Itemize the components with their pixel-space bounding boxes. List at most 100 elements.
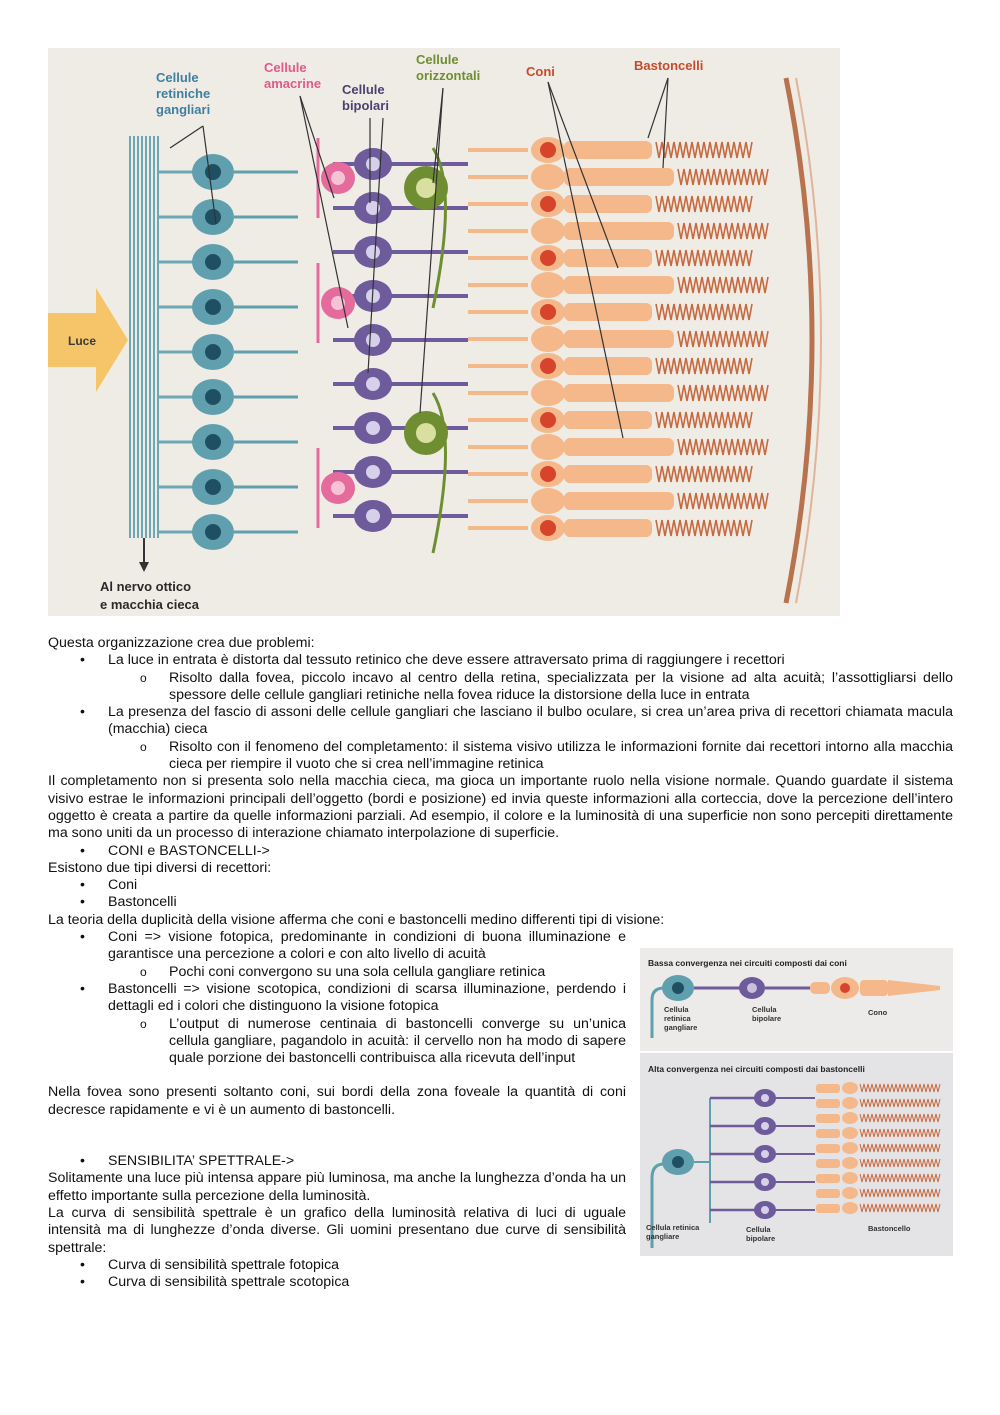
rod-body: [842, 1082, 858, 1094]
label-ganglion: Cellule retiniche gangliari: [156, 70, 214, 117]
rod-cell-body: [531, 326, 565, 352]
ganglion-nucleus: [205, 524, 221, 540]
label-cones: Coni: [526, 64, 555, 79]
amacrine-nucleus: [331, 481, 345, 495]
ganglion-nucleus: [205, 254, 221, 270]
cone-nucleus: [540, 412, 556, 428]
rod-outer-segment: [677, 384, 769, 402]
rod-outer-segment: [859, 1158, 941, 1168]
cone-nucleus: [540, 358, 556, 374]
high-bipolar-nucleus: [761, 1122, 769, 1130]
label-rods: Bastoncelli: [634, 58, 703, 73]
rod-inner-segment: [816, 1129, 840, 1138]
two-types-paragraph: Esistono due tipi diversi di recettori:: [48, 859, 272, 876]
cone-outer-segment: [655, 195, 753, 213]
low-bipolar-label: Cellula bipolare: [752, 1005, 781, 1023]
rod-inner-segment: [816, 1084, 840, 1093]
ganglion-nucleus: [205, 479, 221, 495]
photoreceptor-inner-segment: [564, 492, 674, 510]
rod-outer-segment: [859, 1098, 941, 1108]
rod-inner-segment: [816, 1189, 840, 1198]
bullet-bastoncelli: Bastoncelli: [48, 894, 953, 912]
bipolar-nucleus: [366, 201, 380, 215]
bipolar-nucleus: [366, 157, 380, 171]
rod-cell-body: [531, 488, 565, 514]
sub-bullet-few-cones: Pochi coni convergono su una sola cellul…: [48, 964, 626, 982]
photoreceptor-inner-segment: [564, 276, 674, 294]
high-bipolar-nucleus: [761, 1094, 769, 1102]
photoreceptor-inner-segment: [564, 438, 674, 456]
bipolar-nucleus: [366, 245, 380, 259]
bullet-blind-spot: La presenza del fascio di assoni delle c…: [48, 704, 953, 739]
rod-outer-segment: [859, 1173, 941, 1183]
retina-diagram-svg: Luce Cellule retiniche gangliari Cellule…: [48, 48, 840, 616]
eye-wall: [783, 77, 815, 604]
convergence-diagram-svg: Bassa convergenza nei circuiti composti …: [640, 948, 953, 1256]
bullet-photopic-curve: Curva di sensibilità spettrale fotopica: [48, 1257, 626, 1275]
high-bipolar-nucleus: [761, 1150, 769, 1158]
section-spectral-sensitivity: SENSIBILITA’ SPETTRALE->: [48, 1153, 626, 1171]
bipolar-nucleus: [366, 509, 380, 523]
rod-body: [842, 1202, 858, 1214]
rod-outer-segment: [859, 1188, 941, 1198]
rod-inner-segment: [816, 1204, 840, 1213]
rod-inner-segment: [816, 1114, 840, 1123]
photoreceptor-inner-segment: [564, 249, 652, 267]
section-coni-bastoncelli: CONI e BASTONCELLI->: [48, 843, 953, 861]
rod-cell-body: [531, 380, 565, 406]
rod-outer-segment: [677, 492, 769, 510]
light-intensity-paragraph: Solitamente una luce più intensa appare …: [48, 1170, 626, 1204]
photoreceptor-inner-segment: [564, 222, 674, 240]
low-ganglion-label: Cellula retinica gangliare: [664, 1005, 697, 1032]
cone-outer-segment: [655, 141, 753, 159]
bipolar-nucleus: [366, 465, 380, 479]
cone-outer-segment: [655, 303, 753, 321]
sub-bullet-rod-output: L’output di numerose centinaia di baston…: [48, 1016, 626, 1068]
rod-body: [842, 1097, 858, 1109]
low-convergence-circuit: [650, 975, 940, 1038]
intro-paragraph: Questa organizzazione crea due problemi:: [48, 635, 315, 651]
convergence-diagram: Bassa convergenza nei circuiti composti …: [640, 948, 953, 1256]
horizontal-nucleus: [416, 178, 436, 198]
rod-body: [842, 1112, 858, 1124]
cone-nucleus: [540, 196, 556, 212]
rod-cell-body: [531, 218, 565, 244]
rod-outer-segment: [859, 1083, 941, 1093]
cone-nucleus: [540, 142, 556, 158]
rod-inner-segment: [816, 1174, 840, 1183]
high-convergence-title: Alta convergenza nei circuiti composti d…: [648, 1064, 865, 1074]
photoreceptor-inner-segment: [564, 303, 652, 321]
low-cone-label: Cono: [868, 1008, 888, 1017]
cone-nucleus: [540, 466, 556, 482]
label-bipolar: Cellule bipolari: [342, 82, 389, 113]
high-bipolar-nucleus: [761, 1206, 769, 1214]
high-bipolar-label: Cellula bipolare: [746, 1225, 775, 1243]
high-ganglion-label: Cellula retinica gangliare: [646, 1223, 701, 1241]
photoreceptor-inner-segment: [564, 465, 652, 483]
label-horizontal: Cellule orizzontali: [416, 52, 480, 83]
sub-bullet-completion: Risolto con il fenomeno del completament…: [48, 739, 953, 774]
document-body: Questa organizzazione crea due problemi:…: [48, 635, 953, 1292]
rod-inner-segment: [816, 1159, 840, 1168]
spectral-curve-paragraph: La curva di sensibilità spettrale è un g…: [48, 1204, 626, 1256]
cone-outer-segment: [655, 357, 753, 375]
nerve-fiber-bundle: [129, 136, 159, 538]
bipolar-nucleus: [366, 377, 380, 391]
rod-cell-body: [531, 434, 565, 460]
horizontal-process: [431, 392, 447, 554]
photoreceptor-inner-segment: [564, 330, 674, 348]
light-arrow: [48, 288, 128, 392]
high-convergence-circuit: [650, 1082, 941, 1248]
rod-cell-body: [531, 272, 565, 298]
rod-body: [842, 1187, 858, 1199]
cone-nucleus: [540, 304, 556, 320]
bullet-scotopic: Bastoncelli => visione scotopica, condiz…: [48, 981, 626, 1016]
ganglion-nucleus: [205, 389, 221, 405]
ganglion-nucleus: [205, 344, 221, 360]
amacrine-nucleus: [331, 171, 345, 185]
cone-nucleus: [540, 250, 556, 266]
label-pointers: [169, 77, 669, 439]
label-optic-nerve: Al nervo ottico e macchia cieca: [100, 579, 200, 612]
rod-outer-segment: [677, 222, 769, 240]
bullet-photopic: Coni => visione fotopica, predominante i…: [48, 929, 626, 964]
